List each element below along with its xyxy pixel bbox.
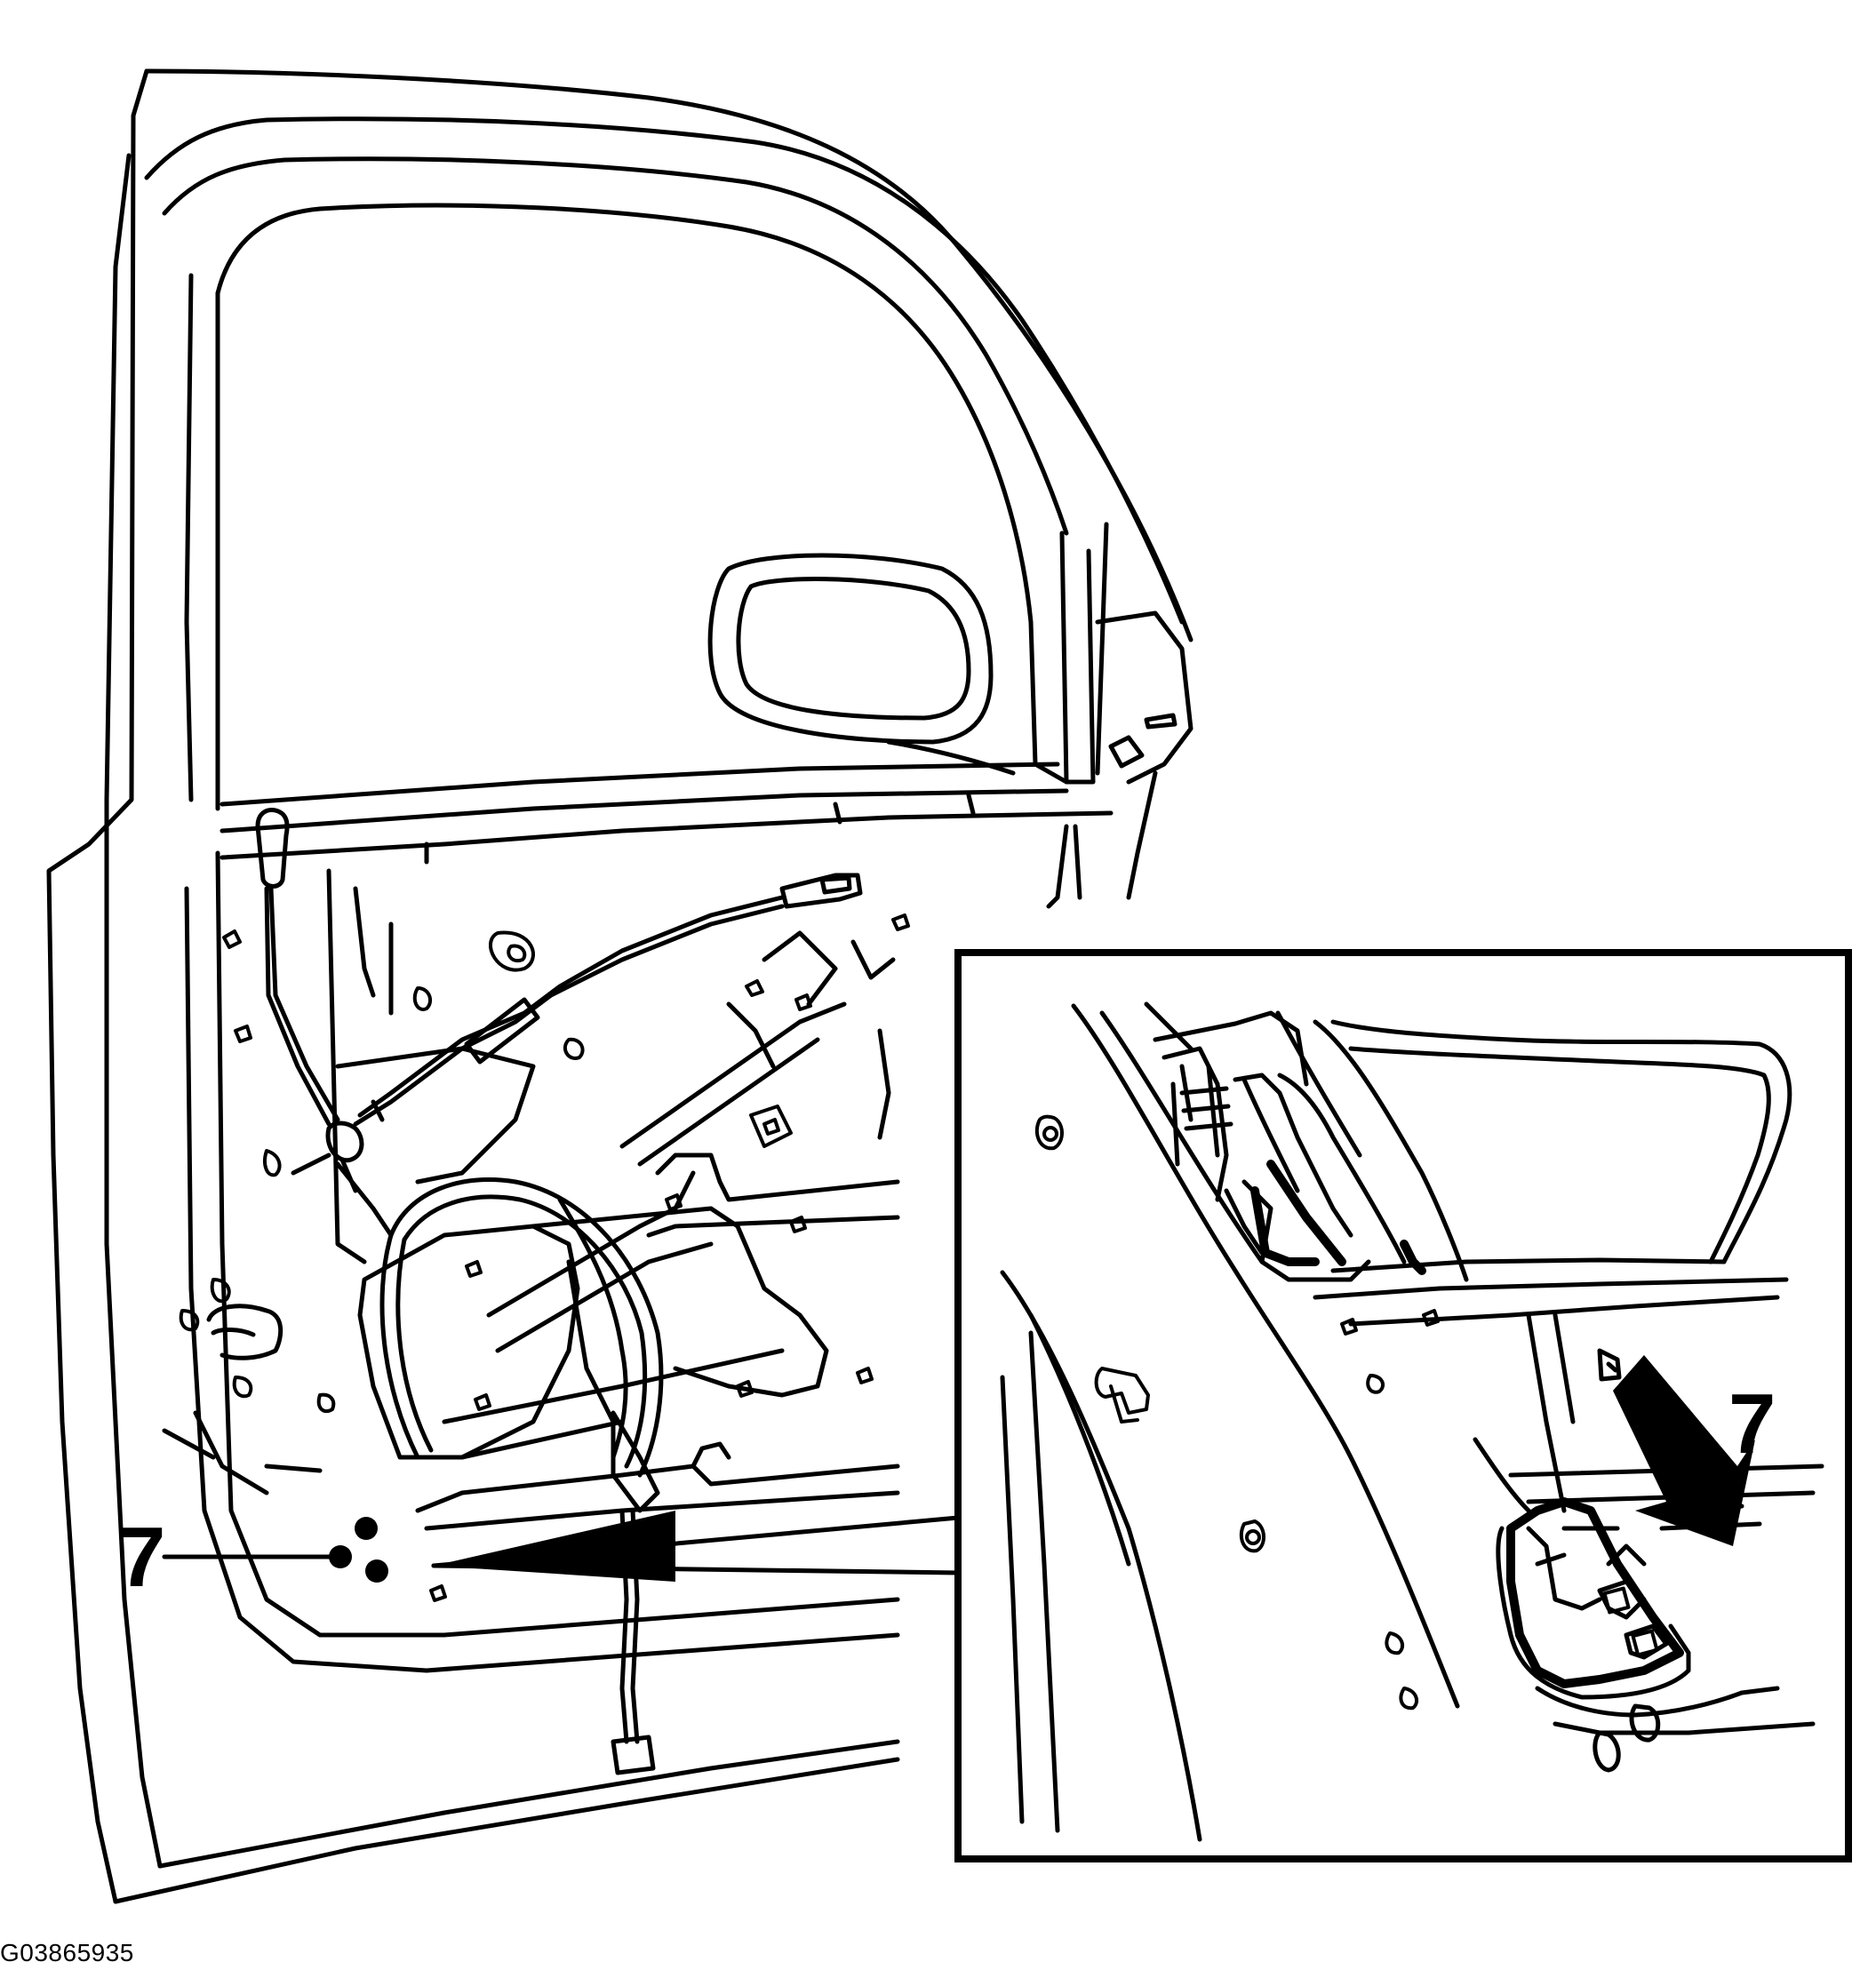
inset-detail <box>954 949 1852 1862</box>
figure-id: G03865935 <box>0 1939 134 1966</box>
callout-label-main: 7 <box>118 1510 166 1605</box>
fastener-3 <box>365 1559 388 1583</box>
wire-harness <box>255 808 863 1775</box>
side-mirror <box>707 553 1016 776</box>
inset-frame <box>954 949 1852 1862</box>
fasteners-7 <box>162 1517 388 1583</box>
fastener-2 <box>329 1545 352 1568</box>
inset-pointer-arrow <box>1613 1355 1755 1546</box>
fastener-1 <box>355 1517 378 1540</box>
inner-door-panel <box>179 824 1082 1673</box>
handle-recess <box>162 1304 323 1495</box>
callout-label-inset: 7 <box>1728 1376 1776 1472</box>
zoom-wedge <box>431 1511 961 1582</box>
belt-line <box>220 762 1114 865</box>
door-outer-shell <box>46 68 1193 1904</box>
